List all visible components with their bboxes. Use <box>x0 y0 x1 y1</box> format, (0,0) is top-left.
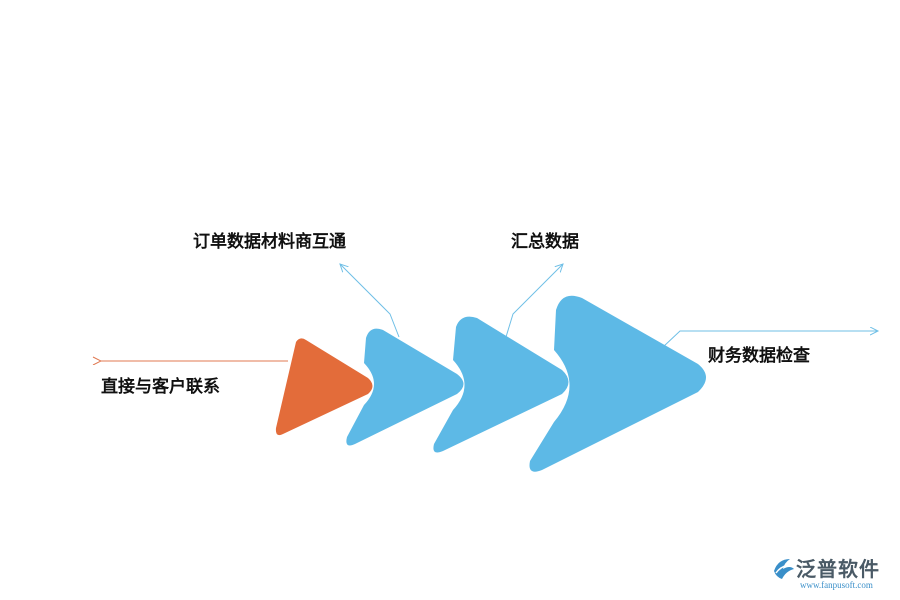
finance-callout-line <box>662 331 878 348</box>
order-callout-line <box>340 264 400 338</box>
step-shape-1 <box>275 338 373 436</box>
label-finance-data-check: 财务数据检查 <box>708 346 810 366</box>
logo-mark-icon <box>774 559 794 579</box>
label-order-supplier-sync: 订单数据材料商互通 <box>193 232 346 252</box>
label-direct-customer-contact: 直接与客户联系 <box>101 377 220 397</box>
step-shape-3 <box>433 316 569 453</box>
label-summary-data: 汇总数据 <box>511 232 579 252</box>
logo-name: 泛普软件 <box>796 557 880 581</box>
summary-callout-line <box>505 264 563 338</box>
brand-logo: 泛普软件 www.fanpusoft.com <box>770 553 895 597</box>
logo-url: www.fanpusoft.com <box>800 580 873 590</box>
step-shape-4 <box>529 295 706 472</box>
step-shape-2 <box>346 328 464 446</box>
